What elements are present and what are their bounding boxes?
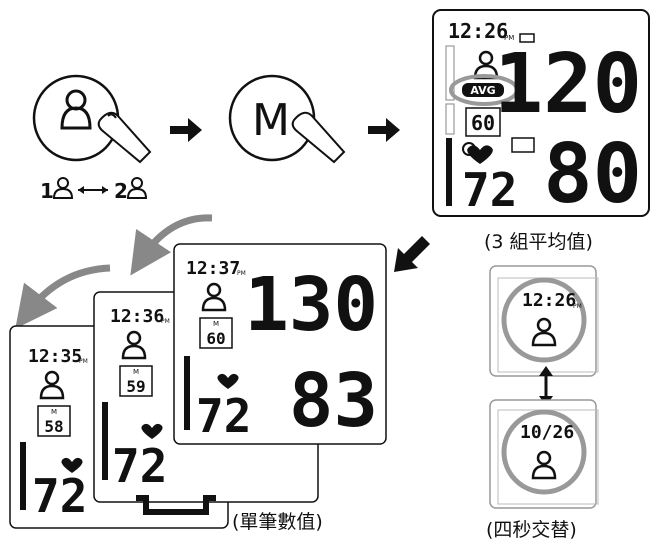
m-button-label: M: [252, 95, 290, 146]
user-icon-1: [52, 177, 74, 199]
user-icon-card2: [121, 330, 147, 360]
card2-count: 59: [126, 377, 145, 396]
user-icon-alt-2: [531, 450, 557, 480]
user-icon-card1: [39, 370, 65, 400]
user-icon-alt-1: [531, 317, 557, 347]
single-caption: (單筆數值): [232, 511, 323, 533]
user-icon-avg: [473, 50, 499, 80]
next-arrow-icon-2: [368, 118, 400, 142]
card3-count: 60: [206, 329, 225, 348]
cuff-icon: [511, 137, 535, 153]
card1-pm: PM: [79, 358, 88, 365]
card3-time: 12:37: [186, 258, 240, 279]
card2-pulse: 72: [112, 439, 167, 493]
heart-icon-card2: [141, 423, 163, 439]
avg-highlight-ring: [449, 74, 519, 106]
card3-diastolic: 83: [289, 358, 378, 444]
avg-diastolic: 80: [543, 127, 642, 222]
avg-time: 12:26: [448, 19, 508, 43]
next-arrow-icon: [170, 118, 202, 142]
down-left-arrow-icon: [394, 236, 430, 272]
card3-pm: PM: [237, 270, 246, 277]
user-icon-card3: [201, 282, 227, 312]
alternate-display-bottom: 10/26: [489, 399, 599, 509]
heart-icon-card1: [61, 457, 83, 473]
card3-m: M: [213, 320, 219, 328]
avg-pulse: 72: [462, 163, 517, 217]
svg-text:2: 2: [114, 179, 128, 203]
alt-date: 10/26: [520, 422, 574, 443]
avg-count: 60: [471, 111, 495, 135]
card3-systolic: 130: [244, 262, 378, 348]
average-display: 12:26 PM AVG 60 120 80 72: [432, 9, 650, 222]
avg-systolic: 120: [494, 37, 642, 132]
heart-icon-card3: [217, 373, 239, 389]
scroll-back-arrow-2: [15, 264, 111, 329]
card3-pulse: 72: [196, 389, 251, 443]
svg-text:1: 1: [40, 179, 54, 203]
avg-badge-label: AVG: [470, 84, 495, 97]
avg-pm: PM: [504, 34, 514, 42]
user-icon: [60, 89, 92, 130]
alternate-display-top: 12:26 PM: [489, 265, 599, 377]
scroll-back-arrow-1: [130, 214, 213, 276]
alt-pm: PM: [573, 303, 582, 310]
user-switch-label: 1 2: [40, 177, 148, 203]
search-icon: [462, 142, 476, 156]
alternate-caption: (四秒交替): [486, 519, 577, 541]
pulse-bar: [446, 138, 452, 206]
reading-card-3: 12:37 PM M 60 130 83 72: [173, 243, 387, 445]
card2-pm: PM: [161, 318, 170, 325]
avg-badge: [462, 83, 504, 97]
card1-m: M: [51, 408, 57, 416]
user-icon-2: [126, 177, 148, 199]
finger-press-icon-2: [291, 111, 346, 164]
card1-count: 58: [44, 417, 63, 436]
card1-pulse: 72: [32, 469, 87, 523]
battery-icon: [519, 33, 535, 43]
finger-press-icon: [97, 111, 152, 164]
card2-m: M: [133, 368, 139, 376]
alt-time: 12:26: [522, 290, 576, 311]
memory-button[interactable]: M: [228, 74, 316, 162]
alternate-arrow-icon: [539, 366, 553, 406]
card2-time: 12:36: [110, 306, 164, 327]
avg-caption: (3 組平均值): [484, 231, 593, 253]
card1-time: 12:35: [28, 346, 82, 367]
count-box: [465, 107, 501, 137]
heart-icon: [467, 145, 493, 164]
